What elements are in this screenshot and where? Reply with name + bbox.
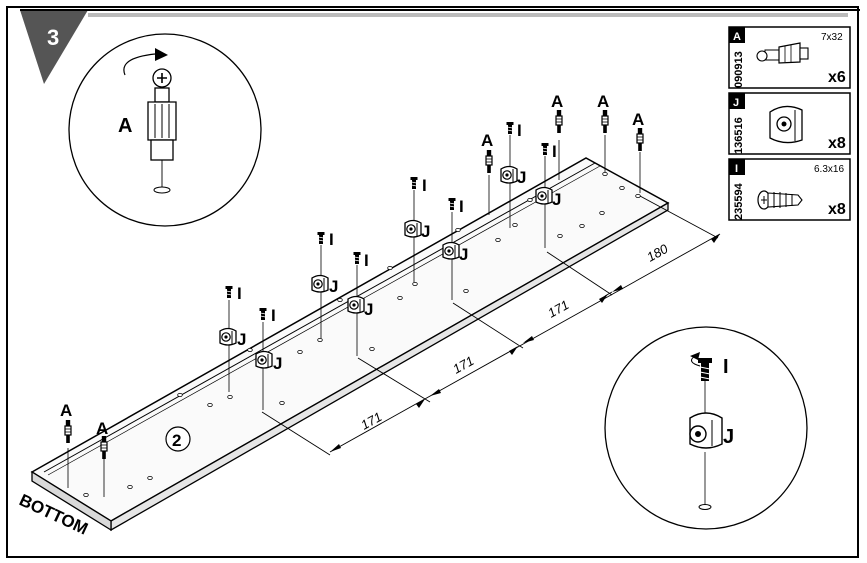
part-card-i: I 235594 6.3x16 x8 <box>728 158 851 221</box>
part-qty: x6 <box>828 69 846 86</box>
callout-j: J <box>421 222 430 241</box>
part-card-a: A 090913 7x32 x6 <box>728 26 851 89</box>
part-code: 090913 <box>733 51 745 88</box>
callout-i: I <box>552 142 557 161</box>
callout-i: I <box>237 284 242 303</box>
shelf-panel <box>30 157 670 532</box>
step-badge: 3 <box>20 9 860 84</box>
part-card-j: J 136516 x8 <box>728 92 851 155</box>
callout-i: I <box>723 356 729 378</box>
parts-list: A 090913 7x32 x6 J 136516 <box>728 26 851 221</box>
callout-j: J <box>364 300 373 319</box>
cam-dowel-placements <box>64 109 644 497</box>
callout-i: I <box>459 197 464 216</box>
detail-dowel-insertion: A <box>68 33 262 227</box>
dimension-lines <box>261 195 721 456</box>
dimension-180: 180 <box>644 241 671 265</box>
panel-holes <box>83 171 641 497</box>
step-number: 3 <box>47 25 59 50</box>
callout-j: J <box>552 190 561 209</box>
dimension-171-b: 171 <box>450 353 476 377</box>
callout-i: I <box>271 306 276 325</box>
cam-housing-icon <box>769 105 803 144</box>
callout-a: A <box>597 92 609 111</box>
part-letter: I <box>735 163 738 175</box>
cam-dowel-callouts: A A A A A A <box>60 92 644 438</box>
part-code: 136516 <box>733 117 745 154</box>
callout-a: A <box>481 131 493 150</box>
callout-a: A <box>96 419 108 438</box>
callout-j: J <box>517 168 526 187</box>
part-letter: J <box>733 97 739 109</box>
part-letter: A <box>733 31 741 43</box>
callout-a: A <box>551 92 563 111</box>
screw-icon <box>757 190 803 210</box>
panel-number: 2 <box>172 431 181 450</box>
callout-i: I <box>329 230 334 249</box>
callout-j: J <box>459 245 468 264</box>
dimension-ticks <box>330 234 720 452</box>
panel-number-badge: 2 <box>165 426 191 452</box>
dimension-171-a: 171 <box>358 409 384 433</box>
callout-i: I <box>364 251 369 270</box>
callout-j: J <box>273 354 282 373</box>
detail-cam-housing: I J <box>604 326 808 530</box>
part-qty: x8 <box>828 201 846 218</box>
callout-a: A <box>60 401 72 420</box>
part-qty: x8 <box>828 135 846 152</box>
callout-j: J <box>237 330 246 349</box>
screw-callouts: I I I I I I I I <box>237 121 557 325</box>
cam-housing-placements <box>219 121 553 410</box>
part-code: 235594 <box>733 182 745 220</box>
rotate-arrow-icon <box>155 48 168 61</box>
cam-housing-callouts: J J J J J J J J <box>237 168 561 373</box>
callout-a: A <box>632 110 644 129</box>
part-size: 6.3x16 <box>814 164 844 175</box>
part-size: 7x32 <box>821 32 843 43</box>
callout-a: A <box>118 115 132 137</box>
callout-j: J <box>329 277 338 296</box>
cam-dowel-icon <box>756 42 809 64</box>
callout-i: I <box>422 176 427 195</box>
callout-i: I <box>517 121 522 140</box>
diagram-frame <box>6 6 859 558</box>
callout-j: J <box>723 426 734 448</box>
dimension-171-c: 171 <box>545 297 571 321</box>
